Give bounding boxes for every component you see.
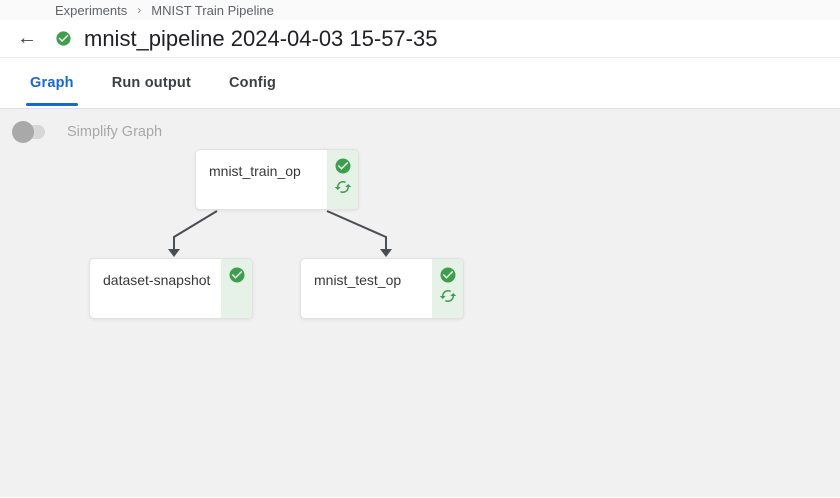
- tab-config[interactable]: Config: [229, 75, 277, 91]
- breadcrumb-pipeline-link[interactable]: MNIST Train Pipeline: [151, 2, 274, 18]
- node-status-strip: [432, 259, 463, 318]
- breadcrumb-experiments-link[interactable]: Experiments: [55, 2, 128, 18]
- node-label: mnist_test_op: [314, 272, 402, 288]
- tab-bar: Graph Run output Config: [0, 58, 840, 109]
- arrowhead-test-icon: [380, 249, 392, 257]
- node-cached-icon: [439, 290, 456, 302]
- node-success-check-icon: [335, 158, 350, 174]
- graph-canvas: Simplify Graph mnist_train_op dataset-sn…: [0, 109, 840, 497]
- back-arrow-icon[interactable]: ←: [17, 26, 37, 49]
- simplify-graph-label: Simplify Graph: [67, 124, 163, 140]
- dag-node-mnist-train-op[interactable]: mnist_train_op: [195, 149, 359, 210]
- node-success-check-icon: [440, 267, 455, 283]
- dag-node-dataset-snapshot[interactable]: dataset-snapshot: [89, 258, 253, 319]
- edge-train-to-test: [326, 210, 387, 250]
- page-title: mnist_pipeline 2024-04-03 15-57-35: [84, 25, 438, 51]
- node-status-strip: [327, 150, 358, 209]
- arrowhead-snapshot-icon: [168, 249, 180, 257]
- toggle-knob: [12, 121, 34, 143]
- dag-edges: [168, 210, 392, 257]
- node-status-strip: [221, 259, 252, 318]
- edge-train-to-snapshot: [173, 210, 218, 250]
- node-success-check-icon: [229, 267, 244, 283]
- page-header: ← mnist_pipeline 2024-04-03 15-57-35: [0, 20, 840, 58]
- node-cached-icon: [334, 181, 351, 193]
- run-status-success-icon: [55, 30, 72, 47]
- simplify-graph-control: Simplify Graph: [12, 119, 162, 145]
- simplify-graph-toggle[interactable]: [12, 119, 54, 145]
- node-label: mnist_train_op: [209, 163, 301, 179]
- tab-run-output[interactable]: Run output: [111, 75, 192, 91]
- breadcrumb-separator-icon: ›: [137, 3, 142, 17]
- tab-graph[interactable]: Graph: [26, 58, 78, 108]
- breadcrumb: Experiments › MNIST Train Pipeline: [0, 0, 840, 20]
- node-label: dataset-snapshot: [103, 272, 211, 288]
- dag-node-mnist-test-op[interactable]: mnist_test_op: [300, 258, 464, 319]
